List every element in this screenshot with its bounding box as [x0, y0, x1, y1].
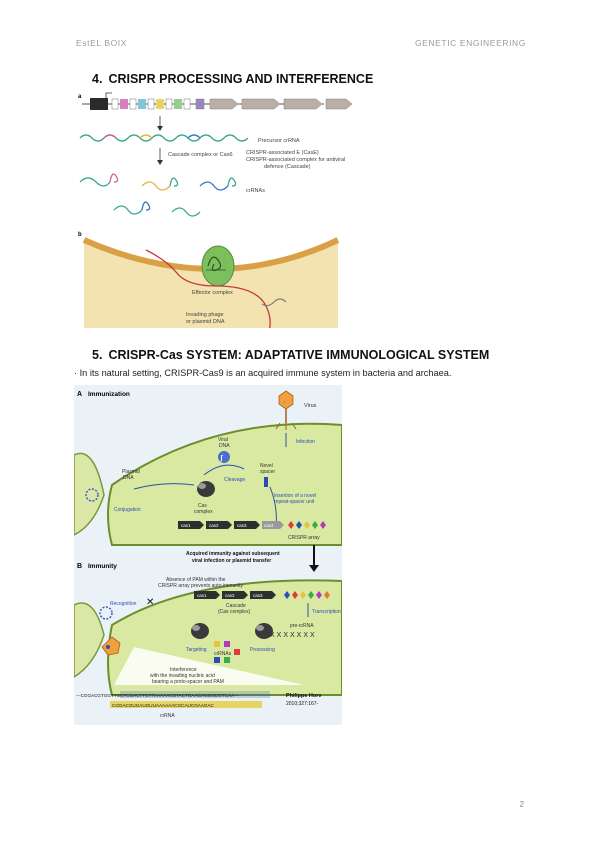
- label-case-line3: defence (Cascade): [264, 164, 311, 170]
- neighbour-cell-a: [74, 452, 105, 536]
- gene-label-cas3-b: cas3: [253, 593, 263, 598]
- label-interference-line1: Interference: [170, 667, 197, 673]
- label-transcription: Transcription: [312, 609, 341, 615]
- crispr-array-b: [284, 591, 330, 599]
- gene-label-cas3: cas3: [237, 523, 247, 528]
- label-crispr-array: CRISPR array: [288, 535, 320, 541]
- section-5-paragraph: · In its natural setting, CRISPR-Cas9 is…: [74, 368, 452, 378]
- bacterial-cell-a: [107, 422, 342, 546]
- label-viral-dna-line2: DNA: [219, 443, 230, 449]
- label-crrnas-b: crRNAs: [214, 651, 232, 657]
- crispr-immunity-figure: A Immunization ◦ Virus Infection Viral D…: [74, 385, 342, 725]
- panel-b-letter: b: [78, 232, 82, 238]
- label-plasmid-line2: DNA: [123, 475, 134, 481]
- cas-genes-b: cas1 cas2 cas3: [194, 591, 276, 599]
- label-acquired-line1: Acquired immunity against subsequent: [186, 551, 280, 557]
- label-precursor-crrna: Precursor crRNA: [258, 138, 300, 144]
- section-4-heading: 4. CRISPR PROCESSING AND INTERFERENCE: [92, 72, 373, 86]
- gene-label-cas4: cas4: [264, 523, 274, 528]
- zoom-wedge: [114, 647, 304, 685]
- viral-dna-icon: [218, 451, 230, 463]
- label-cas-complex-line2: complex: [194, 509, 213, 515]
- crispr-processing-figure: a Precursor crRNA Cascade complex or Cas…: [76, 90, 360, 328]
- panel-a-letter: a: [78, 94, 82, 100]
- svg-text:∫: ∫: [220, 455, 224, 462]
- leader-block: [90, 98, 108, 110]
- label-absence-line2: CRISPR array prevents auto-immunity: [158, 583, 244, 589]
- label-virus: Virus: [304, 403, 317, 409]
- panel-b-letter: B: [77, 563, 82, 570]
- label-viral-dna-line1: Viral: [218, 437, 228, 443]
- panel-a-title: Immunization: [88, 391, 130, 398]
- label-interference-line3: bearing a proto-spacer and PAM: [152, 679, 224, 685]
- crispr-array-a: [288, 521, 326, 529]
- label-crrnas: crRNAs: [246, 188, 265, 194]
- label-acquired-line2: viral infection or plasmid transfer: [192, 558, 271, 564]
- section-5-title: CRISPR-Cas SYSTEM: ADAPTATIVE IMMUNOLOGI…: [108, 348, 490, 362]
- invading-phage-icon: [101, 636, 121, 656]
- label-effector-complex: Effector complex: [192, 290, 233, 296]
- effector-complex: [201, 245, 235, 287]
- gene-label-cas2: cas2: [209, 523, 219, 528]
- cas-gene-arrows: [195, 98, 353, 110]
- cas-genes-a: cas1 cas2 cas3 cas4: [178, 521, 284, 529]
- section-5-heading: 5. CRISPR-Cas SYSTEM: ADAPTATIVE IMMUNOLO…: [92, 348, 489, 362]
- label-absence-line1: Absence of PAM within the: [166, 577, 226, 583]
- crrna-set: [214, 641, 240, 663]
- label-processing: Processing: [250, 647, 275, 653]
- plasmid-icon: [85, 488, 99, 502]
- label-novel-spacer-line2: spacer: [260, 469, 275, 475]
- pre-crrna-strand: XXXXXXX: [270, 632, 317, 639]
- label-interference-line2: with the invading nucleic acid: [150, 673, 215, 679]
- label-recognition: Recognition: [110, 601, 137, 607]
- label-plasmid-line1: Plasmid: [122, 469, 140, 475]
- label-crrna-sequence: crRNA: [160, 713, 175, 719]
- target-dna-sequence: ---CGGACGTGGTTGCTCGACTTGTTAAAAACGTACTGAA…: [76, 693, 239, 698]
- section-4-title: CRISPR PROCESSING AND INTERFERENCE: [108, 72, 374, 86]
- label-conjugation: Conjugation: [114, 507, 141, 513]
- panel-a-letter: A: [77, 391, 82, 398]
- neighbour-cell-b: [74, 602, 105, 678]
- credit-line1: Philippe Horv: [286, 693, 322, 699]
- label-invading-phage-line2: or plasmid DNA: [186, 319, 225, 325]
- label-novel-spacer-line1: Novel: [260, 463, 273, 469]
- label-targeting: Targeting: [186, 647, 207, 653]
- cas-complex-icon: [197, 481, 215, 497]
- virus-icon: ◦: [275, 390, 297, 430]
- label-cas-complex-line1: Cas: [198, 503, 207, 509]
- label-case-line2: CRISPR-associated complex for antiviral: [246, 157, 345, 163]
- gene-label-cas1: cas1: [181, 523, 191, 528]
- running-header-author: EstEL BOIX: [76, 38, 128, 48]
- crispr-array-blocks: [111, 98, 191, 110]
- label-invading-phage-line1: Invading phage: [186, 312, 224, 318]
- crrna-sequence: CGGACGUGAUGUUAAAAAACGCAUCGAAGAC: [112, 703, 215, 708]
- panel-b-title: Immunity: [88, 563, 117, 570]
- crrna-hairpins: [79, 173, 237, 217]
- invading-dna-strand: [145, 249, 271, 328]
- section-4-number: 4.: [92, 72, 103, 86]
- novel-spacer-block: [264, 477, 268, 487]
- label-cleavage: Cleavage: [224, 477, 245, 483]
- label-case-line1: CRISPR-associated E (CasE): [246, 150, 319, 156]
- gene-label-cas1-b: cas1: [197, 593, 207, 598]
- page-number: 2: [519, 800, 524, 809]
- gene-label-cas2-b: cas2: [225, 593, 235, 598]
- label-infection: Infection: [296, 439, 315, 445]
- label-cascade-line2: (Cas complex): [218, 609, 251, 615]
- label-insertion-line1: Insertion of a novel: [274, 493, 316, 499]
- promoter-arrow-icon: [105, 92, 112, 98]
- svg-text:◦: ◦: [284, 400, 286, 406]
- running-header-subject: GENETIC ENGINEERING: [414, 38, 526, 48]
- label-pre-crrna: pre-crRNA: [290, 623, 314, 629]
- section-5-number: 5.: [92, 348, 103, 362]
- precursor-crrna-wave: [79, 134, 249, 142]
- plasmid-icon-b: [99, 606, 113, 620]
- credit-line2: 2010;327:167-: [286, 701, 319, 707]
- blocked-cross-icon: ✕: [146, 597, 154, 608]
- cascade-complex-icons: [191, 623, 273, 639]
- label-cascade-line1: Cascade: [226, 603, 246, 609]
- label-cascade-arrow: Cascade complex or Cas6: [168, 152, 233, 158]
- label-insertion-line2: repeat-spacer unit: [274, 499, 315, 505]
